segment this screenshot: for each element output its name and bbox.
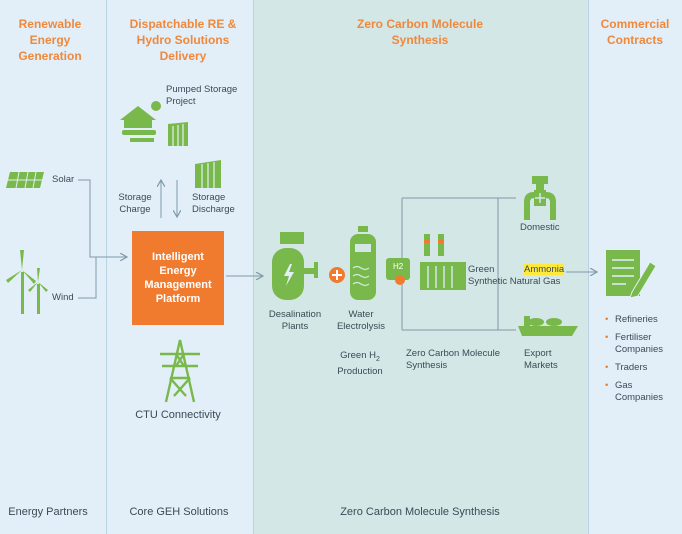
ship-icon (518, 316, 578, 336)
header-commercial: Commercial Contracts (600, 17, 670, 47)
contract-document-icon (606, 250, 657, 299)
electrolysis-label: Water Electrolysis (336, 309, 386, 332)
column-divider (253, 0, 254, 534)
buyer-item: Fertiliser Companies (605, 332, 675, 356)
buyer-list: Refineries Fertiliser Companies Traders … (605, 314, 675, 410)
pumped-storage-label: Pumped Storage Project (166, 84, 238, 107)
solar-panel-icon (6, 171, 44, 189)
synthesis-label: Zero Carbon Molecule Synthesis (406, 348, 500, 371)
buyer-item: Refineries (605, 314, 675, 326)
storage-discharge-label: Storage Discharge (192, 192, 235, 215)
ammonia-label: Ammonia (524, 264, 565, 275)
dam-icon (195, 160, 221, 188)
buyer-item: Gas Companies (605, 380, 665, 404)
export-markets-label: Export Markets (524, 348, 558, 371)
header-dispatchable: Dispatchable RE & Hydro Solutions Delive… (129, 17, 237, 63)
buyer-item: Traders (605, 362, 675, 374)
desalination-label: Desalination Plants (268, 309, 322, 332)
platform-label: Intelligent Energy Management Platform (144, 251, 212, 305)
gas-valve-icon (524, 176, 556, 220)
wind-turbine-icon (6, 250, 48, 314)
domestic-label: Domestic (520, 222, 560, 233)
green-label: Green (468, 264, 495, 275)
plus-icon (329, 267, 345, 283)
header-renewable: Renewable Energy Generation (18, 17, 82, 63)
ctu-label: CTU Connectivity (135, 409, 221, 421)
solar-label: Solar (52, 174, 75, 185)
electrolysis-tank-icon (350, 226, 376, 300)
h2-badge-icon (386, 258, 410, 285)
storage-charge-label: Storage Charge (118, 192, 152, 215)
wind-label: Wind (52, 292, 74, 303)
transmission-tower-icon (160, 339, 200, 403)
footer-energy-partners: Energy Partners (8, 506, 88, 518)
footer-synthesis: Zero Carbon Molecule Synthesis (340, 506, 500, 518)
header-synthesis: Zero Carbon Molecule Synthesis (356, 17, 484, 47)
column-divider (106, 0, 107, 534)
energy-management-platform: Intelligent Energy Management Platform (132, 231, 224, 325)
factory-icon (420, 234, 466, 290)
synthetic-natural-gas-label: Synthetic Natural Gas (468, 276, 561, 287)
desalination-icon (272, 232, 318, 300)
pumped-storage-icon (120, 101, 188, 146)
column-divider (588, 0, 589, 534)
footer-core-geh: Core GEH Solutions (129, 506, 229, 518)
h2-badge-label: H2 (393, 262, 404, 271)
